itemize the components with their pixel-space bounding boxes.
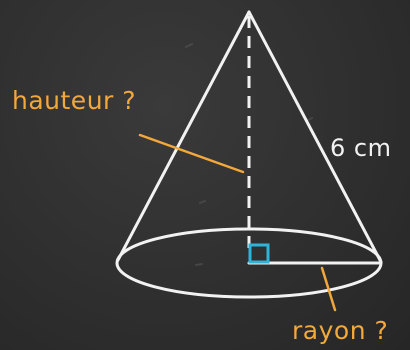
right-angle-marker xyxy=(248,243,270,264)
cone-right-edge xyxy=(247,10,383,264)
chalk-smudges xyxy=(185,43,313,266)
slant-length-label: 6 cm xyxy=(330,134,392,162)
radius-label: rayon ? xyxy=(292,316,389,345)
height-pointer-line xyxy=(138,133,245,174)
radius-pointer-line xyxy=(320,266,337,312)
height-label: hauteur ? xyxy=(12,86,137,115)
cone-left-edge xyxy=(116,10,251,262)
